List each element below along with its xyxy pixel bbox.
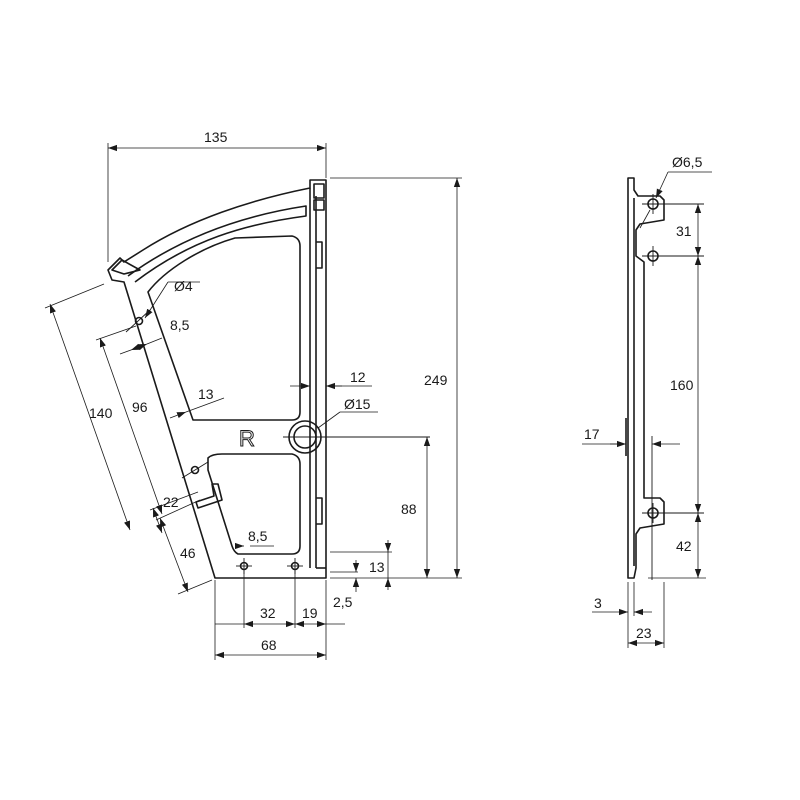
dim-19: 19 xyxy=(302,605,318,621)
dim-96: 96 xyxy=(132,399,148,415)
lower-window xyxy=(207,453,301,555)
upper-flange xyxy=(127,205,307,283)
bracket-outline xyxy=(107,179,327,579)
dim-13-width: 13 xyxy=(198,386,214,402)
upper-window xyxy=(147,235,301,421)
side-view-labels: Ø6,5 31 160 17 42 3 23 xyxy=(584,154,703,641)
dim-hole-4: Ø4 xyxy=(174,278,193,294)
dim-22: 22 xyxy=(163,494,179,510)
dim-42: 42 xyxy=(676,538,692,554)
dim-3: 3 xyxy=(594,595,602,611)
dim-68: 68 xyxy=(261,637,277,653)
dim-31: 31 xyxy=(676,223,692,239)
dim-23: 23 xyxy=(636,625,652,641)
extension-lines xyxy=(44,143,462,660)
front-view: R xyxy=(44,129,462,660)
dim-bore-15: Ø15 xyxy=(344,396,371,412)
side-profile xyxy=(627,177,665,579)
dim-135: 135 xyxy=(204,129,228,145)
dim-17: 17 xyxy=(584,426,600,442)
dim-hole-6-5: Ø6,5 xyxy=(672,154,703,170)
dim-32: 32 xyxy=(260,605,276,621)
front-view-labels: 135 249 88 140 96 Ø4 8,5 13 12 Ø15 22 46… xyxy=(89,129,448,653)
dim-249: 249 xyxy=(424,372,448,388)
dimension-lines xyxy=(49,144,461,659)
dim-88: 88 xyxy=(401,501,417,517)
dim-2-5: 2,5 xyxy=(333,594,353,610)
dim-12: 12 xyxy=(350,369,366,385)
right-rail xyxy=(309,183,326,569)
dim-8-5-top: 8,5 xyxy=(170,317,190,333)
dim-8-5-bottom: 8,5 xyxy=(248,528,268,544)
side-dimension-lines xyxy=(582,171,712,648)
center-lines xyxy=(125,309,430,574)
dim-13-height: 13 xyxy=(369,559,385,575)
side-center-lines xyxy=(642,194,704,580)
left-tip xyxy=(111,259,141,275)
dim-140: 140 xyxy=(89,405,113,421)
side-view: Ø6,5 31 160 17 42 3 23 xyxy=(582,154,712,648)
dim-160: 160 xyxy=(670,377,694,393)
lower-tab xyxy=(195,483,223,509)
dim-46: 46 xyxy=(180,545,196,561)
part-mark: R xyxy=(239,426,255,451)
small-holes xyxy=(134,316,300,571)
